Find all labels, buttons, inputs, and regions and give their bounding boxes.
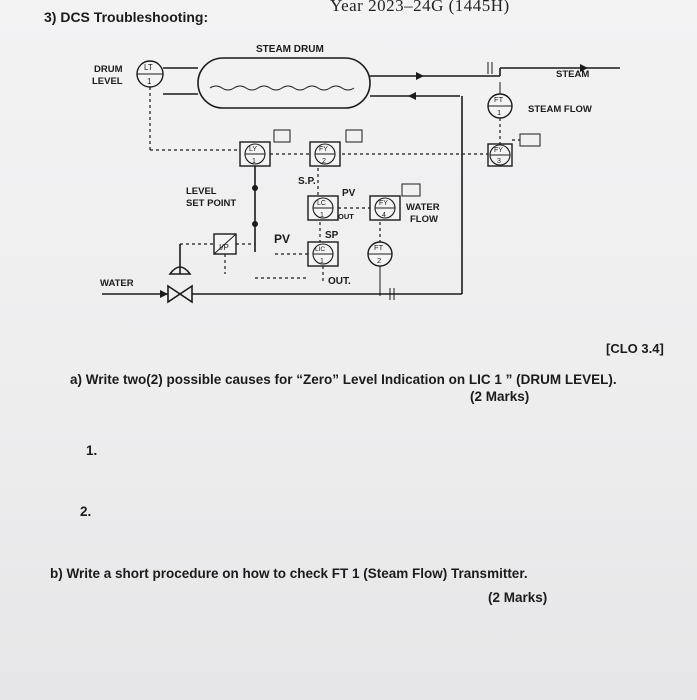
fy3-tag: FY [494, 147, 503, 154]
out2-label: OUT. [328, 276, 351, 287]
steam-flow-label: STEAM FLOW [528, 104, 592, 115]
sp-label: S.P. [298, 176, 316, 187]
clo-reference: [CLO 3.4] [606, 341, 664, 356]
header-fragment: Year 2023–24G (1445H) [330, 0, 510, 15]
drum-level-label-1: DRUM [94, 64, 123, 75]
steam-drum [197, 57, 371, 109]
ft2-tag: FT [374, 243, 384, 252]
sp2-label: SP [325, 230, 339, 241]
ly1-tag: LY [249, 146, 257, 153]
lc1-tag: LC [317, 200, 326, 207]
fy2-tag: FY [319, 146, 328, 153]
question-a: a) Write two(2) possible causes for “Zer… [70, 372, 617, 387]
lt1-tag: LT [144, 63, 153, 72]
question-b: b) Write a short procedure on how to che… [50, 566, 528, 581]
drum-level-label-2: LEVEL [92, 76, 123, 87]
water-flow-label-1: WATER [406, 202, 440, 213]
question-b-marks: (2 Marks) [488, 590, 548, 605]
steam-drum-label: STEAM DRUM [256, 44, 324, 55]
water-flow-label-2: FLOW [410, 214, 438, 225]
pid-diagram: STEAM DRUM DRUM LEVEL LT 1 STEAM FT 1 ST… [92, 44, 620, 304]
ft1-num: 1 [497, 108, 501, 117]
steam-label: STEAM [556, 69, 589, 80]
level-set-point-1: LEVEL [186, 186, 217, 197]
ly1-num: 1 [252, 158, 256, 165]
pv-label: PV [342, 188, 356, 199]
ft1-tag: FT [494, 95, 504, 104]
drum-water-line [209, 85, 355, 91]
question-a-marks: (2 Marks) [470, 389, 530, 404]
level-set-point-2: SET POINT [186, 198, 236, 209]
water-label: WATER [100, 278, 134, 289]
lic1-num: 1 [320, 258, 324, 265]
lt1-num: 1 [147, 77, 152, 86]
answer-2-number: 2. [80, 504, 92, 519]
ip-label: I/P [219, 243, 229, 252]
fy4-num: 4 [382, 212, 386, 219]
fy3-num: 3 [497, 158, 501, 165]
fy4-tag: FY [379, 200, 388, 207]
lic1-tag: LIC [315, 246, 325, 253]
answer-1-number: 1. [86, 443, 98, 458]
pv-left-label: PV [274, 232, 290, 246]
lc1-num: 1 [320, 212, 324, 219]
ft2-num: 2 [377, 256, 381, 265]
fy2-num: 2 [322, 158, 326, 165]
out-small-label: OUT [338, 212, 354, 221]
section-title: 3) DCS Troubleshooting: [44, 9, 209, 25]
